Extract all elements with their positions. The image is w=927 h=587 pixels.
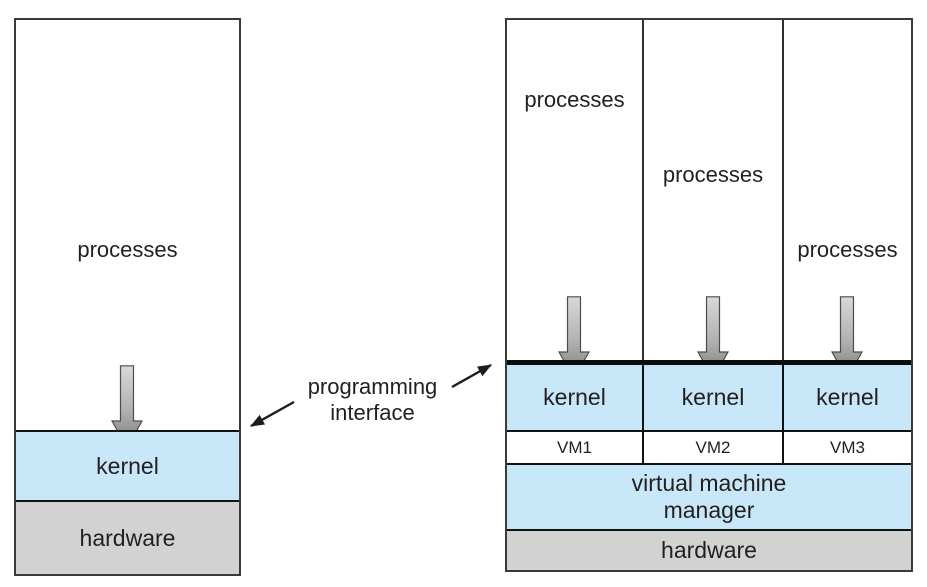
vm1-cell: VM1: [507, 432, 642, 463]
processes-label: processes: [77, 237, 178, 262]
hardware-band: hardware: [16, 500, 239, 574]
programming-interface-line: [507, 360, 911, 365]
hardware-label: hardware: [661, 537, 757, 563]
nonvirtual-machine-box: processes kernel hardware: [14, 18, 241, 576]
processes-label-vm2: processes: [662, 162, 764, 187]
column-divider: [782, 20, 784, 360]
virtual-machine-manager-band: virtual machine manager: [507, 465, 911, 529]
virtual-machine-box: processes processes processes kernel ker…: [505, 18, 913, 572]
kernel-band: kernel: [16, 430, 239, 500]
programming-interface-label: programming interface: [307, 374, 438, 425]
virtual-machine-manager-label: virtual machine manager: [631, 470, 787, 523]
kernel-label: kernel: [96, 453, 159, 479]
kernel-cell-vm1: kernel: [507, 365, 642, 430]
hardware-band: hardware: [507, 529, 911, 570]
vm-row: VM1 VM2 VM3: [507, 430, 911, 465]
vm3-cell: VM3: [784, 432, 911, 463]
kernel-cell-vm2: kernel: [644, 365, 782, 430]
hardware-label: hardware: [79, 525, 176, 551]
column-divider: [642, 20, 644, 360]
kernel-cell-vm3: kernel: [784, 365, 911, 430]
kernel-row: kernel kernel kernel: [507, 365, 911, 430]
vm2-cell: VM2: [644, 432, 782, 463]
processes-label-vm3: processes: [797, 237, 898, 262]
processes-label-vm1: processes: [524, 87, 625, 112]
